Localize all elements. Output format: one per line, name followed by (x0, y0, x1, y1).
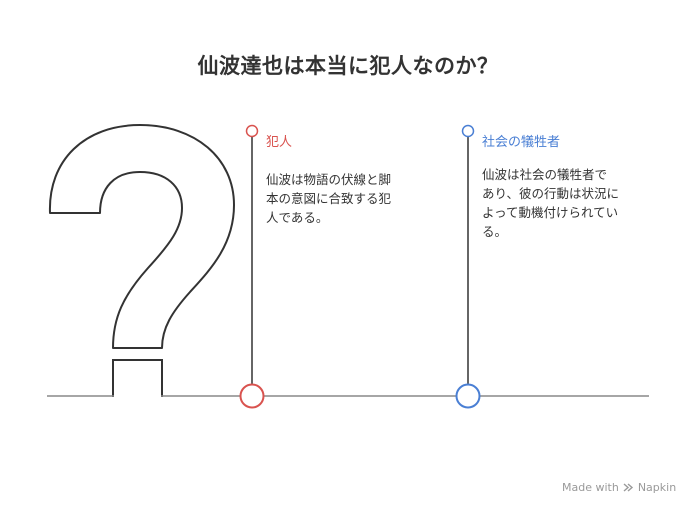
option-b-description-line: よって動機付けられてい (482, 205, 619, 220)
option-a-description-line: 本の意図に合致する犯 (266, 191, 392, 206)
option-a-marker (239, 124, 265, 409)
option-b-marker (455, 124, 481, 409)
option-b-description-line: あり、彼の行動は状況に (482, 186, 620, 201)
option-a-top-dot (245, 124, 259, 138)
question-mark-icon (48, 124, 235, 397)
option-a-label: 犯人 (266, 135, 293, 150)
option-b-label: 社会の犠牲者 (482, 135, 561, 150)
option-a-description: 仙波は物語の伏線と脚 本の意図に合致する犯 人である。 (266, 170, 391, 227)
option-a-base-node (239, 383, 265, 409)
napkin-brand-text: Napkin (637, 481, 677, 494)
option-b-description-line: 仙波は社会の犠牲者で (482, 167, 608, 182)
page-title: 仙波達也は本当に犯人なのか？ (197, 54, 499, 78)
option-b-top-dot (461, 124, 475, 138)
option-b-description: 仙波は社会の犠牲者で あり、彼の行動は状況に よって動機付けられてい る。 (482, 165, 619, 241)
option-a-description-line: 仙波は物語の伏線と脚 (266, 172, 392, 187)
option-a-description-line: 人である。 (266, 210, 329, 225)
made-with-text: Made with (562, 481, 619, 494)
napkin-watermark: Made with Napkin (562, 481, 676, 494)
napkin-logo-icon (623, 483, 633, 492)
option-b-base-node (455, 383, 481, 409)
option-b-description-line: る。 (482, 224, 508, 239)
